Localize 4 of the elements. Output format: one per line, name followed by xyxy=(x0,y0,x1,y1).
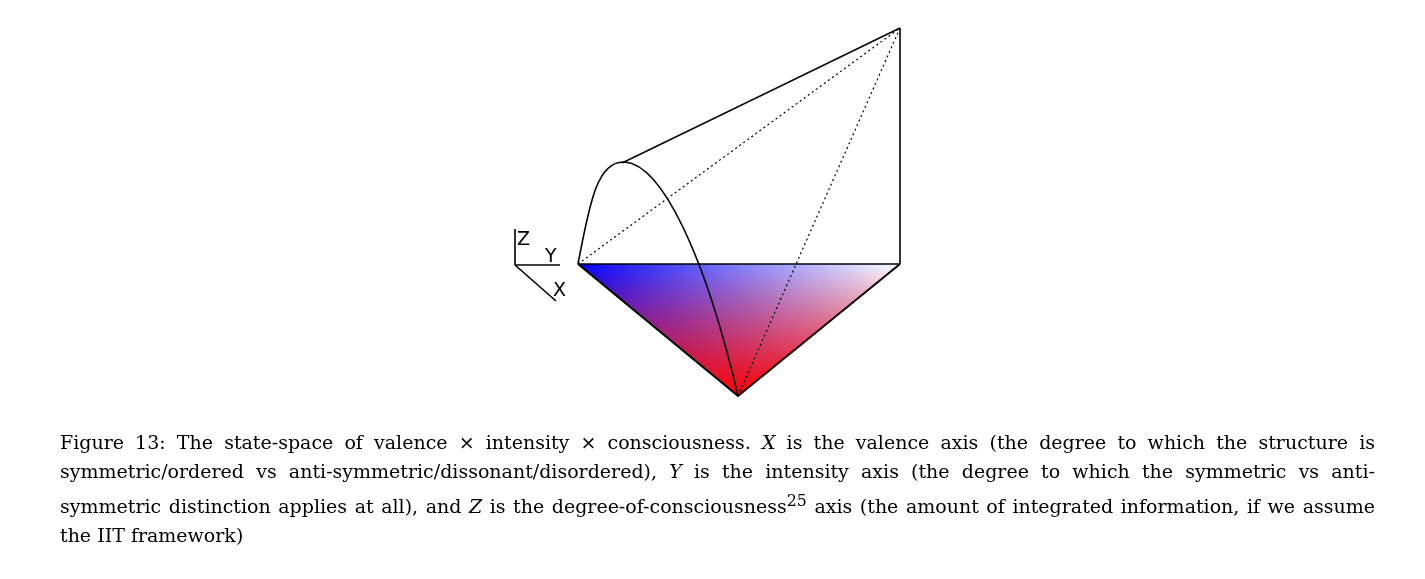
axis-label: Y xyxy=(545,246,557,265)
axis-label: X xyxy=(553,280,567,299)
figure-caption: Figure 13: The state-space of valence × intensity × consciousness. X is the valence axis (the degree to which the structure is symmetric/ordered vs anti-symmetric/dissonant/disordered), Y is the intensity axis (the degree to which the symmetric vs anti-symmetric distinction applies at all), and Z is the degree-of-consciousness$^{25}$ axis (the amount of integrated information, if we assume the IIT framework) xyxy=(60,430,1375,549)
axis-label: Z xyxy=(517,229,531,248)
